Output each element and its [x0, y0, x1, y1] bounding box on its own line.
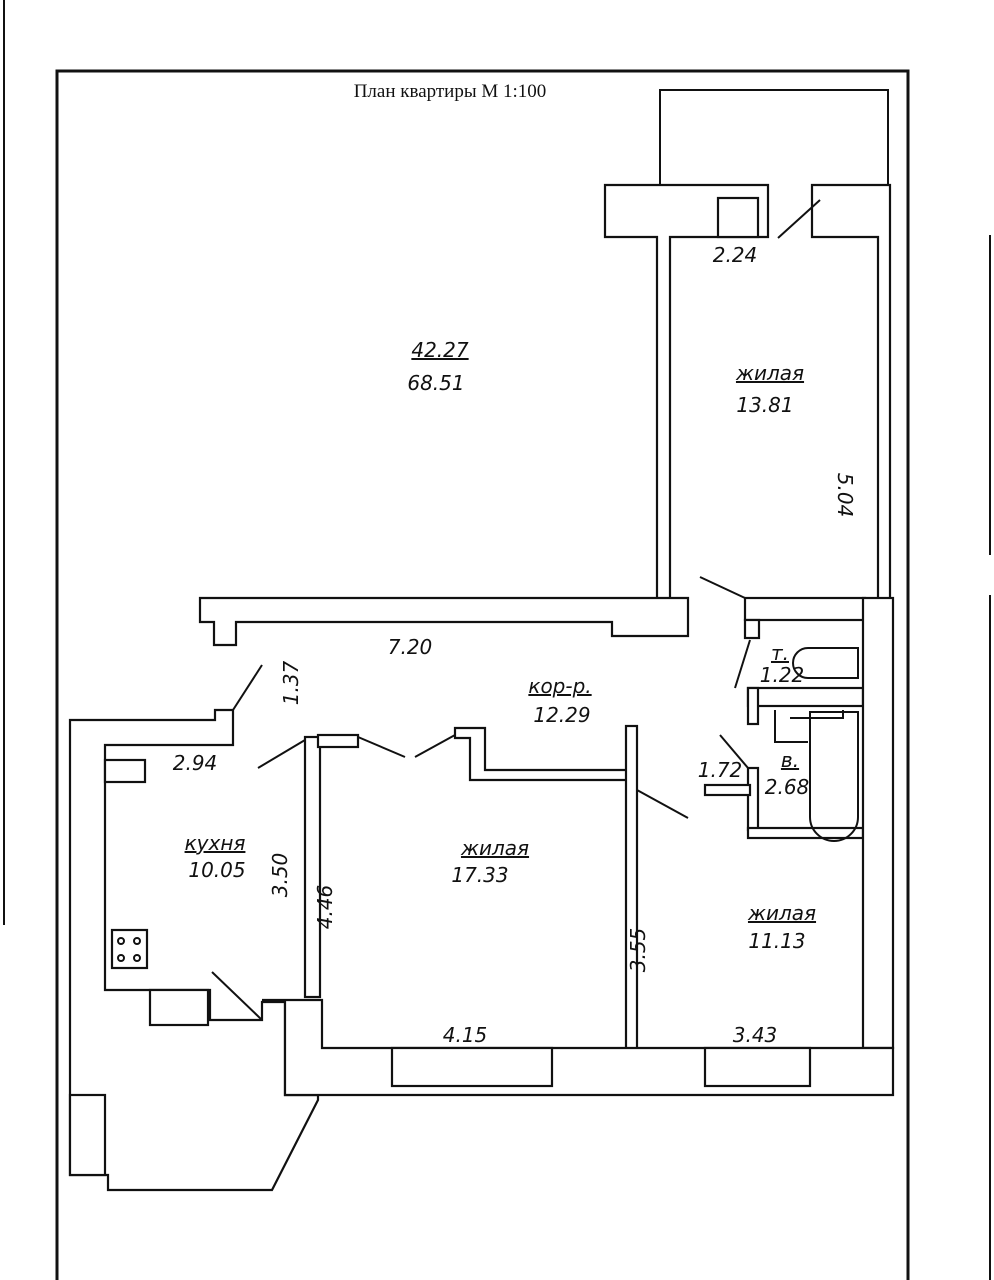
- living-area-total: 42.27: [411, 338, 469, 362]
- sheet-frame: [55, 69, 910, 1280]
- dim-living-middle-length: 4.46: [313, 885, 337, 930]
- area-living-middle: 17.33: [451, 863, 508, 887]
- label-living-right: жилая: [747, 901, 816, 925]
- area-living-right: 11.13: [748, 929, 805, 953]
- dim-living-middle-width: 4.15: [443, 1023, 488, 1047]
- plan-title: План квартиры М 1:100: [354, 81, 547, 102]
- label-corridor: кор-р.: [528, 674, 591, 698]
- dim-bathroom-width: 1.72: [698, 758, 743, 782]
- dim-corridor-length: 7.20: [388, 635, 433, 659]
- dim-bedroom-top-width: 2.24: [713, 243, 758, 267]
- dim-corridor-width: 1.37: [279, 660, 303, 705]
- area-bedroom-top: 13.81: [736, 393, 793, 417]
- area-kitchen: 10.05: [188, 858, 245, 882]
- dim-living-right-width: 3.43: [733, 1023, 778, 1047]
- label-toilet: т.: [771, 641, 789, 665]
- label-kitchen: кухня: [185, 831, 246, 855]
- dim-kitchen-width: 2.94: [173, 751, 218, 775]
- label-bathroom: в.: [781, 748, 799, 772]
- area-corridor: 12.29: [533, 703, 590, 727]
- label-bedroom-top: жилая: [735, 361, 804, 385]
- area-bathroom: 2.68: [765, 775, 810, 799]
- label-living-middle: жилая: [460, 836, 529, 860]
- dim-living-right-length: 3.55: [626, 928, 650, 973]
- dim-bedroom-top-length: 5.04: [833, 473, 857, 518]
- area-toilet: 1.22: [760, 663, 805, 687]
- walls: [68, 89, 895, 1192]
- dim-kitchen-length: 3.50: [268, 853, 292, 898]
- total-area: 68.51: [407, 371, 464, 395]
- labels: 42.27 68.51 2.24 жилая 13.81 5.04 7.20 1…: [173, 243, 857, 1047]
